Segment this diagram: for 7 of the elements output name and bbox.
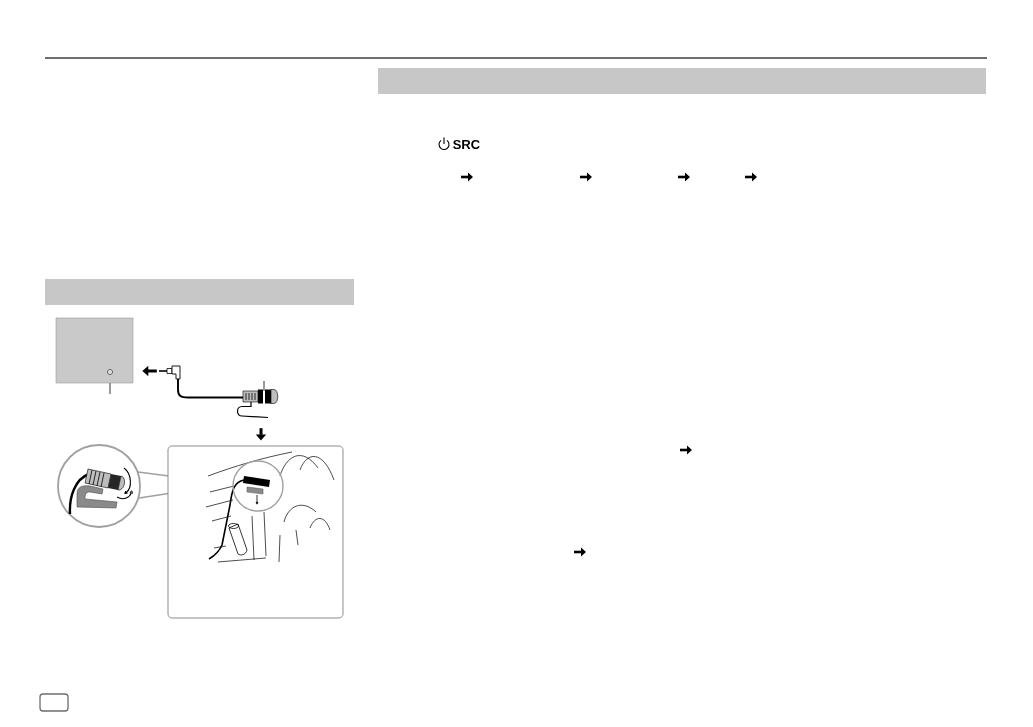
heading-band: [378, 68, 986, 94]
heading-band: [45, 279, 354, 305]
microphone-drawing: [158, 365, 279, 419]
panel-drawing: [55, 317, 134, 384]
magnified-view: [57, 444, 141, 528]
installation-drawing: [167, 445, 344, 619]
button-name: SRC: [453, 139, 480, 150]
